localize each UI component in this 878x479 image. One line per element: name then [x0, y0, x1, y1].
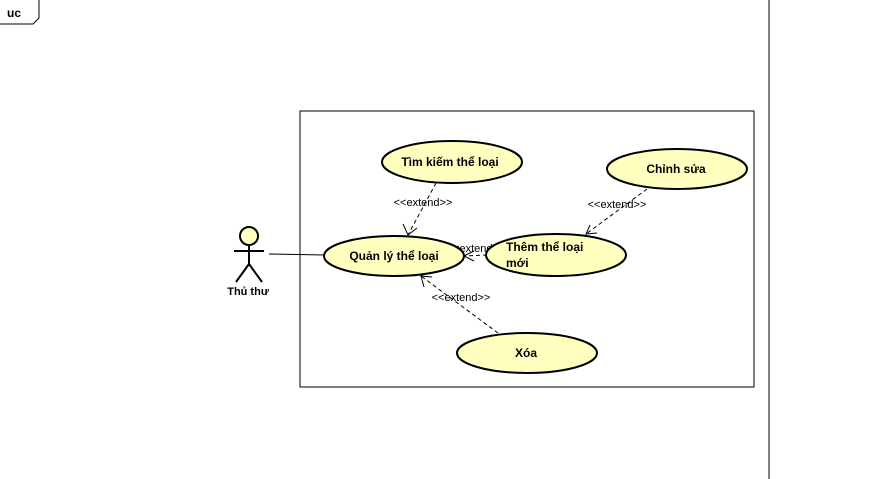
actor-left-leg [235, 263, 250, 283]
use-case-add-ellipse[interactable] [485, 233, 627, 277]
actor-right-leg [248, 263, 263, 283]
use-case-delete-ellipse[interactable] [456, 332, 598, 374]
system-boundary [299, 110, 755, 388]
extend-delete-arrowhead [420, 275, 433, 288]
association-line [268, 253, 327, 256]
extend-edit-line [585, 188, 648, 235]
use-case-manage-label: Quản lý thể loại [349, 249, 438, 263]
use-case-edit-ellipse[interactable] [606, 148, 748, 190]
use-case-search-label: Tìm kiếm thể loại [401, 155, 498, 169]
extend-search-relation: <<extend>> [394, 182, 453, 236]
use-case-add[interactable]: Thêm thể loại mới [485, 233, 627, 277]
frame-tag: uc [7, 6, 21, 20]
actor-librarian[interactable]: Thủ thư [227, 226, 269, 298]
extend-edit-arrowhead [585, 224, 598, 235]
use-case-edit-label: Chỉnh sửa [646, 162, 706, 176]
extend-delete-relation: <<extend>> [420, 275, 499, 334]
extend-edit-relation: <<extend>> [585, 188, 648, 235]
actor-name: Thủ thư [227, 286, 269, 298]
use-case-manage-ellipse[interactable] [323, 235, 465, 277]
use-case-edit[interactable]: Chỉnh sửa [606, 148, 748, 190]
frame-tag-box [0, 0, 40, 25]
extend-delete-label: <<extend>> [432, 292, 491, 304]
use-case-manage[interactable]: Quản lý thể loại [323, 235, 465, 277]
extend-search-label: <<extend>> [394, 197, 453, 209]
extend-search-arrowhead [402, 223, 418, 236]
actor-head [239, 226, 259, 246]
extend-add-line [463, 254, 488, 257]
extend-delete-line [420, 275, 499, 334]
use-case-add-label-line2: mới [506, 256, 529, 270]
extend-edit-label: <<extend>> [588, 199, 647, 211]
use-case-add-label-line1: Thêm thể loại [506, 240, 583, 254]
use-case-delete-label: Xóa [515, 346, 537, 360]
extend-search-line [407, 182, 437, 236]
use-case-search-ellipse[interactable] [381, 140, 523, 184]
use-case-delete[interactable]: Xóa [456, 332, 598, 374]
use-case-search[interactable]: Tìm kiếm thể loại [381, 140, 523, 184]
